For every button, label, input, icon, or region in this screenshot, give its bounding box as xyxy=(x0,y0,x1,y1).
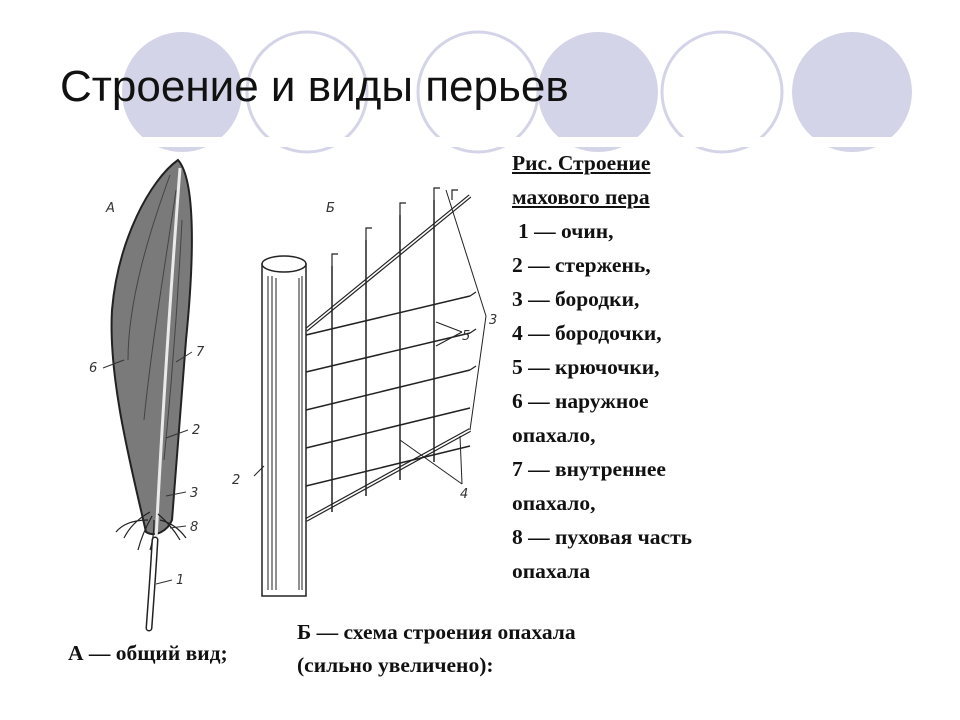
bracket-3 xyxy=(445,189,487,431)
decor-circle-outline-3 xyxy=(660,30,784,154)
decor-circle-filled-3 xyxy=(792,32,912,152)
feather-down xyxy=(115,511,187,551)
rachis-top xyxy=(261,255,307,273)
figure-b-caption: Б — схема строения опахала (сильно увели… xyxy=(297,616,576,682)
legend-item-5: 5 — крючочки, xyxy=(512,355,660,379)
figure-b-caption-line: (сильно увеличено): xyxy=(297,653,494,677)
leader-1 xyxy=(155,579,173,585)
rachis-hatching xyxy=(267,276,303,590)
barbules-horizontal xyxy=(305,295,471,487)
caption-title: Рис. Строение махового пера xyxy=(512,146,692,214)
legend-item-4: 4 — бородочки, xyxy=(512,321,662,345)
figure-b-label-5: 5 xyxy=(462,329,470,344)
leader-7 xyxy=(175,351,193,363)
figure-b-letter: Б xyxy=(326,201,335,216)
legend-item-6-cont: опахало, xyxy=(512,423,596,447)
figure-caption: Рис. Строение махового пера 1 — очин, 2 … xyxy=(512,146,692,588)
legend-item-1: 1 — очин, xyxy=(518,219,614,243)
figure-a-letter: А xyxy=(105,201,115,216)
decor-circle-filled-1 xyxy=(122,32,242,152)
legend-item-2: 2 — стержень, xyxy=(512,253,651,277)
feather-streak xyxy=(127,174,171,361)
barb-bottom-fill xyxy=(305,429,471,521)
barb-top-fill xyxy=(305,195,471,331)
leader-8 xyxy=(169,525,187,529)
figure-a-label-6: 6 xyxy=(89,361,97,376)
legend-item-3: 3 — бородки, xyxy=(512,287,640,311)
leader-b-4b xyxy=(459,435,463,485)
figure-a-label-8: 8 xyxy=(190,520,198,535)
hooklets xyxy=(331,187,477,371)
figure-a-label-7: 7 xyxy=(196,345,205,360)
decor-circle-filled-2 xyxy=(538,32,658,152)
decor-mask xyxy=(0,137,960,147)
caption-title-line: махового пера xyxy=(512,185,650,209)
feather-streak xyxy=(163,219,183,461)
leader-b-5b xyxy=(435,331,463,347)
leader-b-2 xyxy=(253,465,265,477)
decor-circle-outline-1 xyxy=(245,30,369,154)
figure-b-label-3: 3 xyxy=(489,313,497,328)
feather-calamus-fill xyxy=(147,538,157,630)
figure-b-caption-line: Б — схема строения опахала xyxy=(297,620,576,644)
figure-b-label-4: 4 xyxy=(460,487,468,502)
figure-a-label-3: 3 xyxy=(190,486,198,501)
leader-6 xyxy=(102,359,125,369)
figure-b-label-2: 2 xyxy=(232,473,240,488)
leader-b-5a xyxy=(435,321,463,333)
slide-title: Строение и виды перьев xyxy=(60,62,569,111)
leader-3 xyxy=(165,491,187,497)
legend-item-8: 8 — пуховая часть xyxy=(512,525,692,549)
leader-b-4a xyxy=(399,439,463,485)
caption-title-line: Рис. Строение xyxy=(512,151,651,175)
legend-item-8-cont: опахала xyxy=(512,559,591,583)
feather-streak xyxy=(143,189,177,421)
figure-a-label-1: 1 xyxy=(176,573,184,588)
legend-item-7-cont: опахало, xyxy=(512,491,596,515)
leader-2 xyxy=(165,429,189,439)
figure-a-caption: А — общий вид; xyxy=(68,641,228,665)
figure-a-label-2: 2 xyxy=(192,423,200,438)
barbules-vertical xyxy=(331,200,435,512)
legend-item-6: 6 — наружное xyxy=(512,389,649,413)
legend-item-7: 7 — внутреннее xyxy=(512,457,666,481)
